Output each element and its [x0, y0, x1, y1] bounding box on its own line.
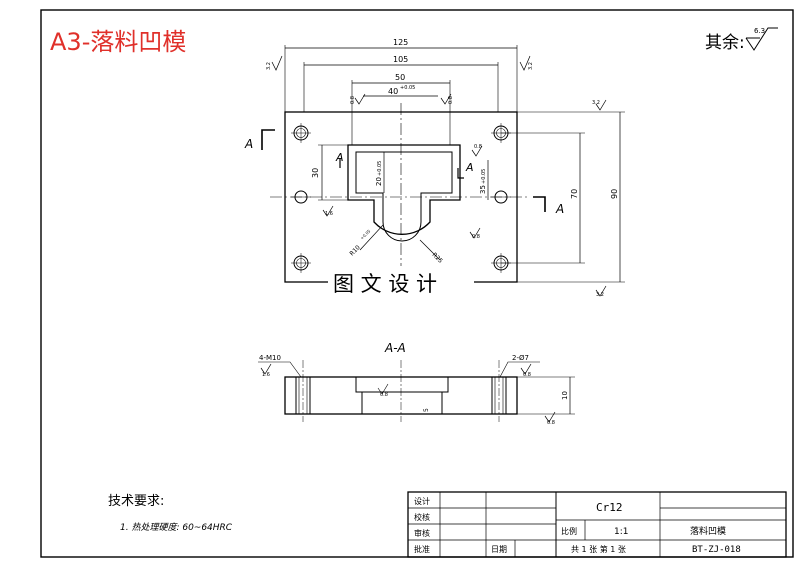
dim-105: 105	[393, 55, 408, 64]
roughness-mark-icon	[260, 363, 556, 423]
tb-review: 审核	[414, 528, 430, 538]
drawing-title: A3-落料凹模	[50, 28, 186, 56]
dim-40-tol: +0.05	[400, 85, 415, 91]
tb-date: 日期	[491, 545, 507, 554]
dim-35: 35	[479, 185, 487, 194]
title-block	[407, 491, 787, 558]
roughness-value: 6.3	[754, 27, 765, 35]
tb-drawing-no: BT-ZJ-018	[692, 545, 741, 555]
watermark-backdrop	[328, 266, 474, 298]
tb-part-name: 落料凹模	[690, 525, 726, 537]
section-label: A	[555, 202, 564, 216]
cavity-inner-outline	[355, 151, 453, 242]
roughness-mark-icon	[271, 55, 607, 297]
roughness-note: 其余:	[705, 33, 745, 53]
dim-30: 30	[311, 168, 320, 178]
dim-5: 5	[423, 408, 430, 412]
tb-material: Cr12	[596, 501, 623, 514]
roughness-label: 0.8	[547, 420, 555, 426]
dim-125: 125	[393, 38, 408, 47]
tb-scale: 1:1	[614, 527, 628, 537]
dim-r10: R10	[348, 244, 361, 257]
roughness-label: 0.8	[523, 372, 531, 378]
dim-20: 20	[375, 177, 383, 186]
notes-item: 1. 热处理硬度: 60~64HRC	[120, 522, 233, 533]
dim-10: 10	[561, 391, 569, 400]
dim-thread: 4-M10	[259, 354, 281, 362]
dim-90: 90	[610, 189, 619, 199]
section-label: A	[244, 137, 253, 151]
section-label: A	[335, 151, 344, 164]
roughness-label: 3.2	[592, 100, 600, 106]
watermark-text: 图 文 设 计	[333, 272, 437, 296]
plan-view	[270, 103, 530, 292]
plan-dimensions	[284, 45, 625, 283]
roughness-label: 0.8	[380, 392, 388, 398]
roughness-symbol-icon	[745, 27, 778, 51]
roughness-label: 3.2	[528, 62, 534, 70]
roughness-label: 3.2	[266, 62, 272, 70]
tb-approve: 批准	[414, 544, 430, 554]
tb-sheets: 共 1 张 第 1 张	[571, 544, 626, 554]
section-cut-marker	[261, 129, 546, 212]
section-view-title: A-A	[384, 341, 406, 355]
section-view	[258, 360, 575, 422]
dim-70: 70	[570, 189, 579, 199]
roughness-label: 0.8	[472, 234, 480, 240]
roughness-label: 0.8	[474, 144, 482, 150]
roughness-label: 3.2	[596, 292, 604, 298]
dim-20-tol: +0.05	[377, 161, 383, 176]
cavity-outline	[347, 144, 461, 235]
dim-40: 40	[388, 87, 398, 96]
roughness-label: 0.8	[350, 96, 356, 104]
dim-r25: R25	[431, 251, 444, 264]
dim-holes: 2-Ø7	[512, 354, 529, 362]
dim-35-tol: +0.05	[481, 169, 487, 184]
notes-heading: 技术要求:	[108, 494, 164, 509]
dim-50: 50	[395, 73, 405, 82]
tb-check: 校核	[414, 512, 430, 522]
tb-design: 设计	[414, 496, 430, 506]
roughness-label: 0.8	[448, 96, 454, 104]
roughness-label: 1.6	[262, 372, 270, 378]
tb-scale-label: 比例	[561, 526, 577, 536]
section-label: A	[465, 161, 474, 174]
roughness-label: 1.6	[325, 211, 333, 217]
